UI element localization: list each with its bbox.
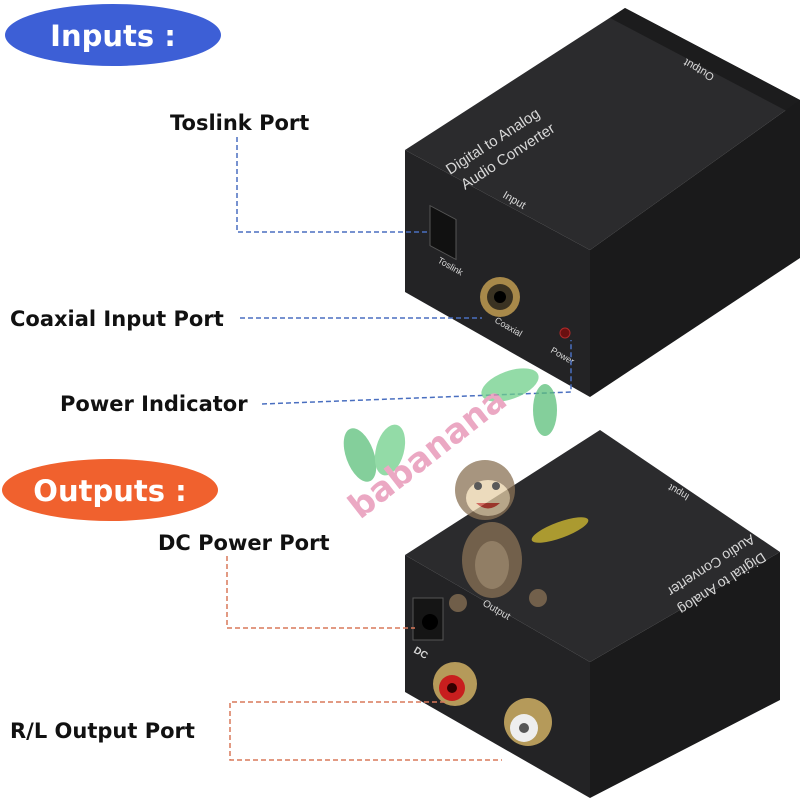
converter-device-bottom: Digital to Analog Audio Converter Input … bbox=[405, 430, 780, 798]
rl-output-port-label: R/L Output Port bbox=[10, 719, 195, 743]
coaxial-port-label: Coaxial Input Port bbox=[10, 307, 224, 331]
outputs-title: Outputs : bbox=[33, 474, 186, 508]
output-callout-lines bbox=[226, 556, 502, 761]
banana-icon bbox=[531, 517, 589, 543]
converter-device-top: Digital to Analog Audio Converter Input … bbox=[405, 8, 800, 397]
dc-power-port-label: DC Power Port bbox=[158, 531, 330, 555]
toslink-jack bbox=[429, 204, 457, 261]
input-callout-lines bbox=[236, 137, 572, 405]
power-indicator-label: Power Indicator bbox=[60, 392, 248, 416]
outputs-badge: Outputs : bbox=[2, 459, 218, 521]
toslink-port-label: Toslink Port bbox=[170, 111, 309, 135]
monkey-icon bbox=[449, 460, 589, 612]
power-led bbox=[559, 327, 571, 339]
inputs-title: Inputs : bbox=[50, 19, 176, 53]
inputs-badge: Inputs : bbox=[5, 4, 221, 66]
